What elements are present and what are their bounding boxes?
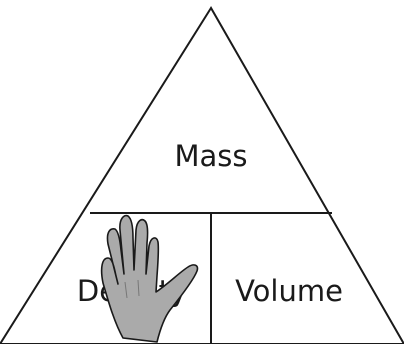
hand-palm-icon: [100, 214, 199, 343]
triangle-outline: [0, 6, 404, 344]
volume-label: Volume: [235, 274, 343, 308]
mass-label: Mass: [174, 139, 247, 173]
